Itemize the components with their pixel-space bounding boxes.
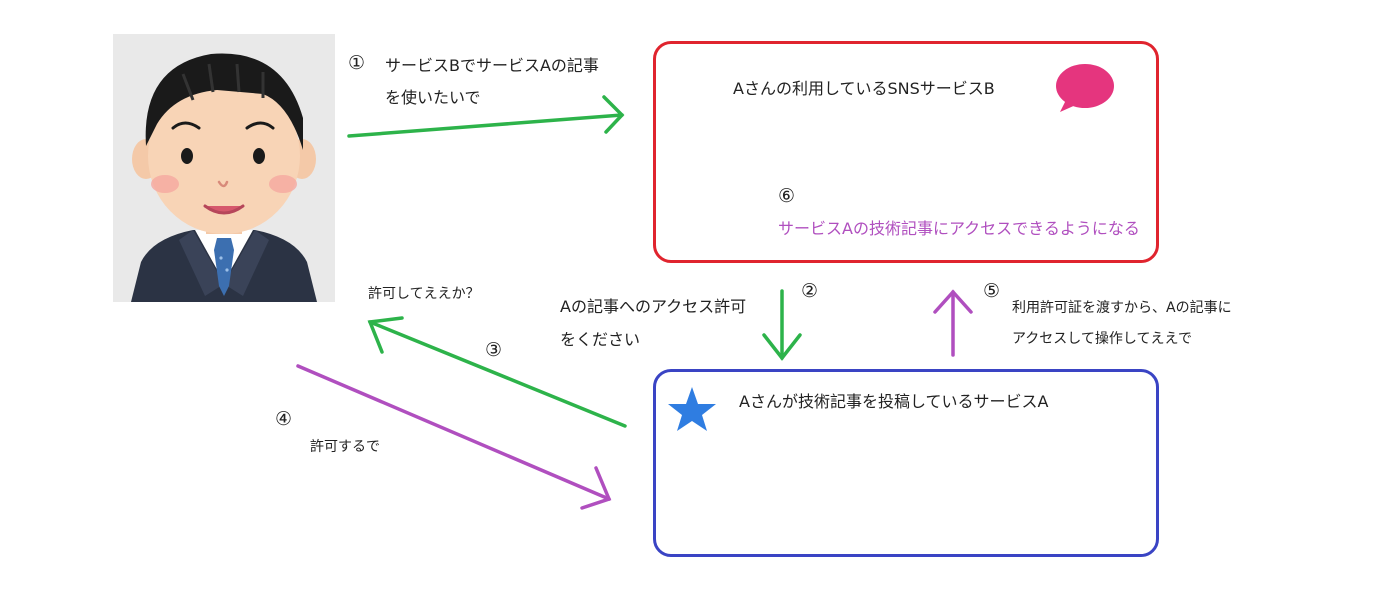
result-number: ⑥ [778, 185, 796, 207]
service-a-title: Aさんが技術記事を投稿しているサービスA [739, 392, 1049, 411]
step-3-text: 許可してええか？ [368, 286, 480, 302]
step-2-text-line-1: Aの記事へのアクセス許可 [560, 297, 747, 316]
step-2-text-line-2: をください [560, 330, 641, 349]
step-2-number: ② [801, 280, 819, 302]
step-5-text-line-1: 利用許可証を渡すから、Aの記事に [1012, 300, 1232, 316]
arrow-step-5 [933, 289, 973, 357]
arrow-step-2 [762, 289, 802, 361]
service-a-box [653, 369, 1159, 557]
step-1-text-line-2: を使いたいで [385, 88, 481, 107]
arrow-step-3 [367, 316, 627, 428]
star-icon [668, 387, 716, 431]
step-1-text-line-1: サービスBでサービスAの記事 [385, 56, 599, 75]
step-5-number: ⑤ [983, 280, 1001, 302]
person-illustration [113, 34, 335, 302]
user-a-illustration [113, 34, 335, 302]
step-4-number: ④ [275, 408, 293, 430]
step-3-number: ③ [485, 339, 503, 361]
step-5-text-line-2: アクセスして操作してええで [1012, 331, 1193, 347]
chat-bubble-icon [1056, 64, 1114, 112]
arrow-step-4 [296, 364, 612, 510]
service-b-title: Aさんの利用しているSNSサービスB [733, 79, 995, 98]
service-b-box [653, 41, 1159, 263]
step-4-text: 許可するで [310, 439, 380, 455]
arrow-step-1 [347, 95, 625, 138]
step-1-number: ① [348, 52, 366, 74]
result-text: サービスAの技術記事にアクセスできるようになる [778, 219, 1140, 238]
